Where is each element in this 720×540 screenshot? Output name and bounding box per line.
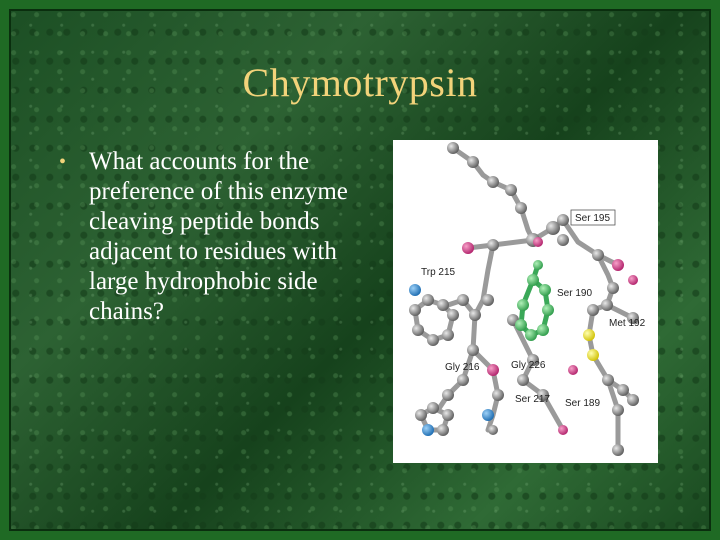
ser195-label-box	[570, 209, 616, 226]
label-met192: Met 192	[609, 318, 646, 329]
label-ser189: Ser 189	[565, 398, 600, 409]
bullet-icon: •	[59, 151, 67, 173]
label-gly226: Gly 226	[511, 360, 546, 371]
bullet-item: • What accounts for the preference of th…	[59, 147, 389, 327]
label-ser217: Ser 217	[515, 394, 550, 405]
molecular-structure-figure: Ser 195 Trp 215 Ser 190 Met 192 Gly 216 …	[393, 140, 658, 463]
label-ser195: Ser 195	[575, 213, 610, 224]
residue-labels: Ser 195 Trp 215 Ser 190 Met 192 Gly 216 …	[421, 209, 646, 409]
label-trp215: Trp 215	[421, 267, 456, 278]
atoms	[409, 142, 639, 456]
molecule-diagram: Ser 195 Trp 215 Ser 190 Met 192 Gly 216 …	[409, 142, 646, 456]
bullet-text: What accounts for the preference of this…	[89, 148, 348, 325]
slide-title: Chymotrypsin	[242, 60, 478, 105]
label-gly216: Gly 216	[445, 362, 480, 373]
label-ser190: Ser 190	[557, 288, 592, 299]
